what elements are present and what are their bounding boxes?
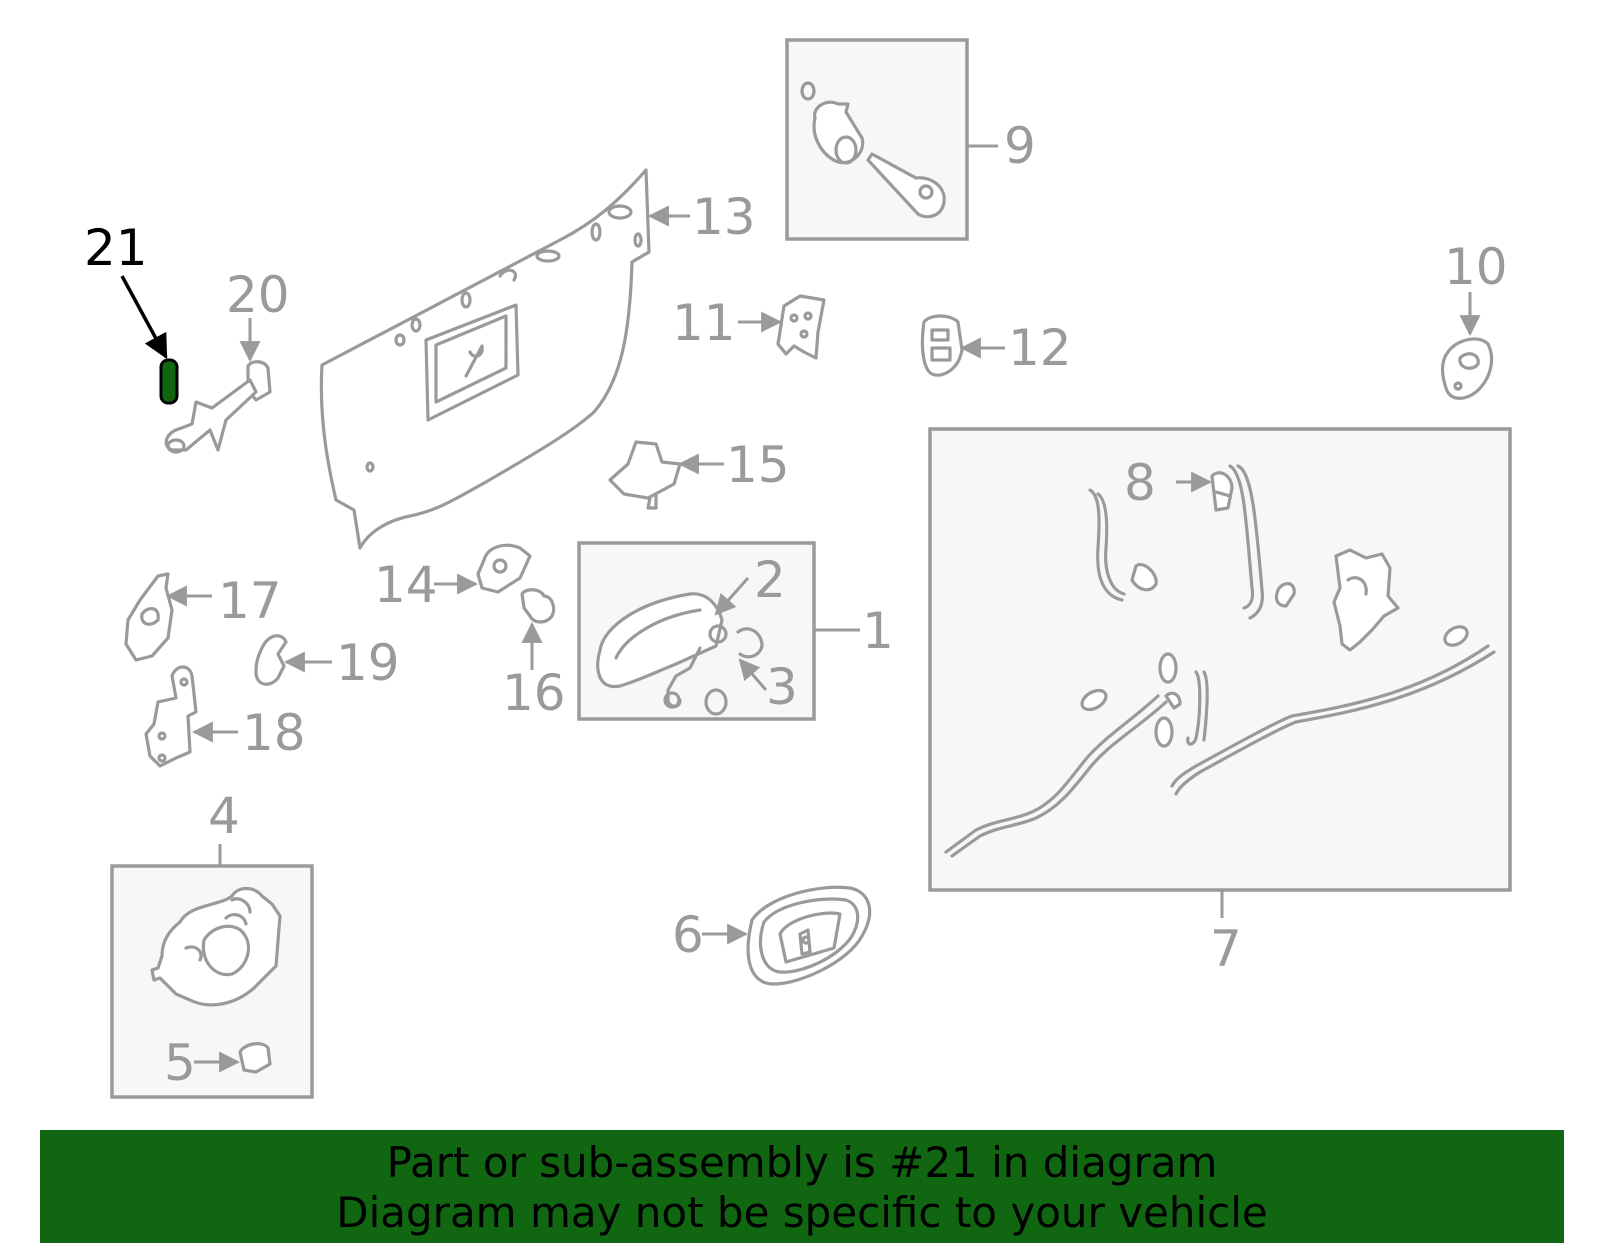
part-18-hinge[interactable]: 18 — [144, 665, 306, 768]
callout-20[interactable]: 20 — [226, 266, 290, 324]
part-19-clip[interactable]: 19 — [254, 634, 400, 692]
callout-3[interactable]: 3 — [766, 658, 798, 716]
part-lock-rods[interactable] — [944, 464, 1496, 858]
part-20-door-check[interactable]: 20 — [164, 266, 290, 454]
callout-10[interactable]: 10 — [1444, 238, 1508, 296]
callout-15[interactable]: 15 — [726, 436, 790, 494]
callout-19[interactable]: 19 — [336, 634, 400, 692]
callout-11[interactable]: 11 — [672, 294, 736, 352]
part-lock-cylinder[interactable] — [800, 81, 865, 165]
part-10-clip[interactable]: 10 — [1440, 238, 1508, 400]
box-1-outside-handle-group: 2 3 1 — [577, 541, 894, 721]
callout-13[interactable]: 13 — [692, 188, 756, 246]
part-11-bracket[interactable]: 11 — [672, 294, 826, 360]
part-15-bracket[interactable]: 15 — [608, 436, 790, 510]
callout-14[interactable]: 14 — [374, 556, 438, 614]
callout-18[interactable]: 18 — [242, 704, 306, 762]
callout-7[interactable]: 7 — [1210, 920, 1242, 978]
part-12-striker[interactable]: 12 — [920, 314, 1072, 377]
banner-line-1: Part or sub-assembly is #21 in diagram — [386, 1138, 1218, 1187]
part-6-inside-handle[interactable]: 6 — [672, 885, 872, 986]
callout-4[interactable]: 4 — [208, 787, 240, 845]
part-door-key[interactable] — [866, 152, 946, 219]
callout-9[interactable]: 9 — [1004, 117, 1036, 175]
part-17-bracket[interactable]: 17 — [124, 572, 282, 662]
callout-2[interactable]: 2 — [754, 551, 786, 609]
callout-17[interactable]: 17 — [218, 572, 282, 630]
part-3-ring[interactable] — [704, 627, 764, 716]
box-7-lock-assembly-group: 8 7 — [928, 427, 1512, 978]
box-9-key-cylinder-group: 9 — [785, 38, 1036, 241]
callout-8[interactable]: 8 — [1124, 454, 1156, 512]
callout-21[interactable]: 21 — [84, 219, 148, 277]
part-8-clip[interactable] — [1210, 471, 1234, 512]
callout-12[interactable]: 12 — [1008, 319, 1072, 377]
part-21-highlighted[interactable]: 21 — [84, 219, 179, 405]
callout-6[interactable]: 6 — [672, 906, 704, 964]
box-4-latch-group: 4 5 — [110, 787, 314, 1099]
callout-16[interactable]: 16 — [502, 664, 566, 722]
callout-1[interactable]: 1 — [862, 602, 894, 660]
info-banner: Part or sub-assembly is #21 in diagram D… — [40, 1130, 1564, 1243]
part-door-latch[interactable] — [150, 886, 282, 1007]
part-14-bracket[interactable]: 14 — [374, 543, 532, 614]
banner-line-2: Diagram may not be specific to your vehi… — [336, 1188, 1268, 1237]
part-16-grommet[interactable]: 16 — [502, 588, 566, 722]
callout-5[interactable]: 5 — [164, 1034, 196, 1092]
part-13-water-shield[interactable]: 13 — [319, 168, 756, 550]
part-5-clip[interactable] — [238, 1042, 272, 1074]
part-outside-handle[interactable] — [596, 592, 728, 709]
